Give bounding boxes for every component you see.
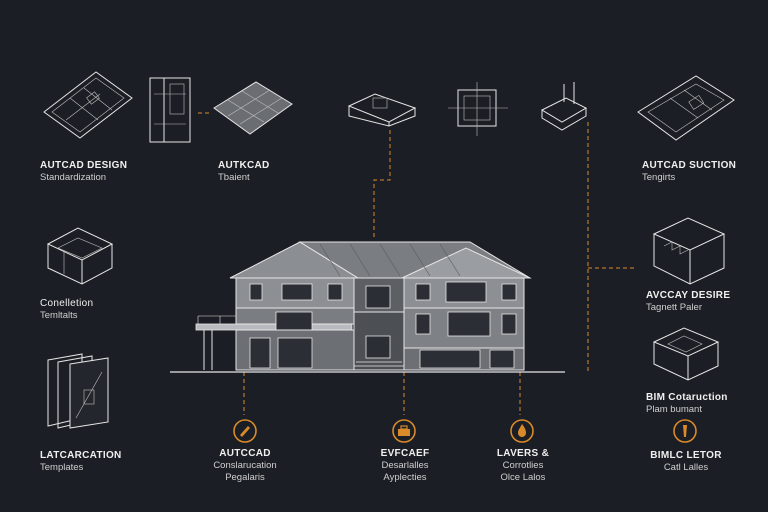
label-evfcaef: EVFCAEF Desarlalles Ayplecties bbox=[360, 448, 450, 484]
label-line3: Olce Lalos bbox=[500, 472, 546, 483]
label-title: LATCARCATION bbox=[40, 450, 122, 461]
label-autkcad: AUTKCAD Tbaient bbox=[218, 160, 270, 184]
label-subtitle: Conslarucation bbox=[213, 460, 277, 471]
label-subtitle: Corrotlies bbox=[502, 460, 544, 471]
iso-frame-icon bbox=[540, 82, 588, 131]
label-title: AUTCAD SUCTION bbox=[642, 160, 737, 171]
label-title: Conelletion bbox=[40, 298, 94, 309]
label-autccad: AUTCCAD Conslarucation Pegalaris bbox=[200, 448, 290, 484]
label-latcarcation: LATCARCATION Templates bbox=[40, 450, 122, 474]
label-line3: Pegalaris bbox=[225, 472, 265, 483]
label-subtitle: Tbaient bbox=[218, 172, 250, 183]
label-subtitle: Templates bbox=[40, 462, 84, 473]
label-title: LAVERS & bbox=[496, 448, 550, 459]
label-subtitle: Standardization bbox=[40, 172, 107, 183]
label-autcad-design: AUTCAD DESIGN Standardization bbox=[40, 160, 127, 184]
label-subtitle: Plam bumant bbox=[646, 404, 702, 415]
bim-icon bbox=[673, 419, 697, 443]
iso-box-icon bbox=[46, 227, 114, 285]
pencil-icon bbox=[233, 419, 257, 443]
label-title: AVCCAY DESIRE bbox=[646, 290, 731, 301]
label-subtitle: Tagnett Paler bbox=[646, 302, 702, 313]
iso-module-icon bbox=[347, 93, 417, 127]
label-bim-cotaruction: BIM Cotaruction Plam bumant bbox=[646, 392, 728, 416]
connector-top-center bbox=[373, 130, 391, 240]
label-line3: Ayplecties bbox=[383, 472, 427, 483]
elevation-drawing-icon bbox=[149, 77, 191, 143]
label-subtitle: Desarlalles bbox=[381, 460, 429, 471]
label-title: AUTCCAD bbox=[219, 448, 271, 459]
label-title: AUTCAD DESIGN bbox=[40, 160, 128, 171]
house-model bbox=[195, 241, 532, 371]
label-autcad-suction: AUTCAD SUCTION Tengirts bbox=[642, 160, 736, 184]
label-subtitle: Temltalts bbox=[40, 310, 78, 321]
label-subtitle: Catl Lalles bbox=[663, 462, 709, 473]
iso-stair-icon bbox=[652, 217, 726, 285]
label-avccay-desire: AVCCAY DESIRE Tagnett Paler bbox=[646, 290, 730, 314]
label-title: BIM Cotaruction bbox=[646, 392, 728, 403]
flame-icon bbox=[510, 419, 534, 443]
floor-plan-icon bbox=[43, 71, 133, 139]
label-lavers: LAVERS & Corrotlies Olce Lalos bbox=[478, 448, 568, 484]
label-bimlc-letor: BIMLC LETOR Catl Lalles bbox=[640, 450, 732, 474]
bim-box-icon bbox=[652, 327, 720, 381]
section-detail-icon bbox=[448, 82, 508, 136]
toolbox-icon bbox=[392, 419, 416, 443]
label-title: BIMLC LETOR bbox=[650, 450, 722, 461]
suction-plan-icon bbox=[637, 75, 735, 141]
label-subtitle: Tengirts bbox=[642, 172, 676, 183]
label-title: AUTKCAD bbox=[218, 160, 270, 171]
label-conelletion: Conelletion Temltalts bbox=[40, 298, 93, 322]
grid-plan-icon bbox=[213, 81, 293, 135]
label-title: EVFCAEF bbox=[380, 448, 430, 459]
stacked-sheets-icon bbox=[47, 353, 109, 429]
